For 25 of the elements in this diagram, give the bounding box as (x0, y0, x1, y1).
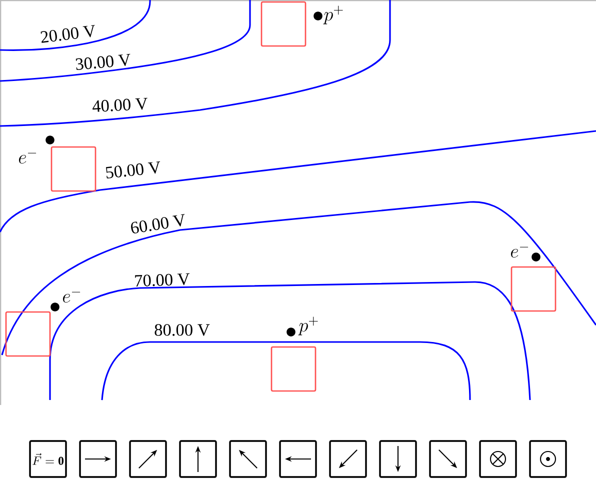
answer-box (270, 346, 316, 392)
answer-box (260, 1, 306, 47)
charge-label: $e^{-}$ (62, 292, 80, 303)
answer-button (79, 440, 117, 478)
potential-label: 20.00 V (40, 24, 95, 43)
answer-box (510, 266, 556, 312)
potential-label: 40.00 V (92, 98, 148, 112)
answer-box (50, 146, 96, 192)
answer-box (5, 311, 51, 357)
potential-label: 70.00 V (135, 273, 190, 287)
potential-label: 30.00 V (76, 54, 130, 70)
answer-button (229, 440, 267, 478)
answer-button (129, 440, 167, 478)
charge-label: $e^{-}$ (18, 152, 36, 164)
potential-label: 80.00 V (154, 324, 210, 336)
answer-button (379, 440, 417, 478)
answer-button (529, 440, 567, 478)
potential-label: 60.00 V (131, 214, 185, 234)
answer-button (479, 440, 517, 478)
answer-button (279, 440, 317, 478)
charge-label: $p^{+}$ (323, 6, 343, 24)
answer-button (179, 440, 217, 478)
answer-button (329, 440, 367, 478)
answer-button: $\vec{F}=\mathbf{0}$ (29, 440, 67, 478)
answer-button (429, 440, 467, 478)
